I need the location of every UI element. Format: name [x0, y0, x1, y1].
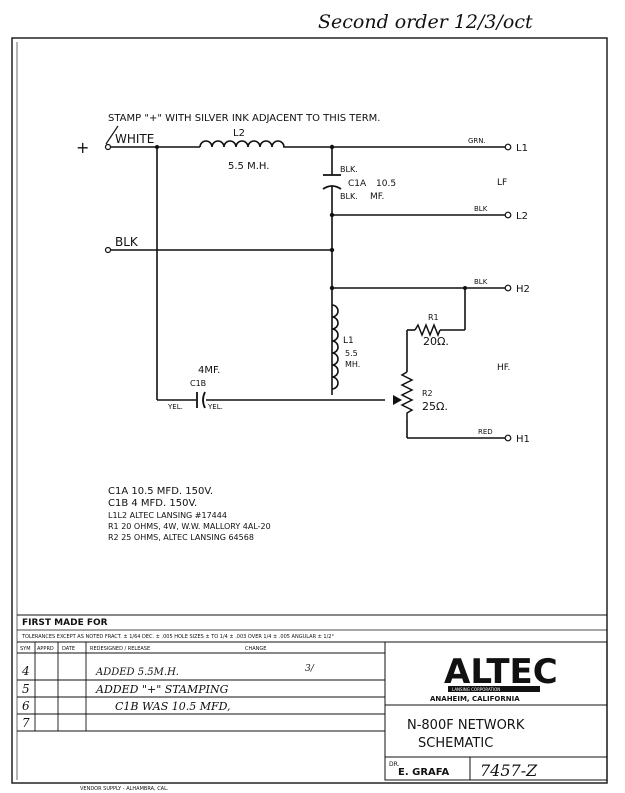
rev-header-change: CHANGE	[245, 646, 266, 652]
l1-terminal-label: L1	[516, 143, 528, 154]
footer-text: VENDOR SUPPLY - ALHAMBRA, CAL.	[80, 786, 169, 792]
drawn-by: E. GRAFA	[398, 767, 449, 778]
header-note: Second order 12/3/oct	[318, 11, 533, 33]
c1a-value: 10.5	[376, 179, 396, 189]
title-line-1: N-800F NETWORK	[407, 718, 525, 733]
l2-terminal-label: L2	[516, 211, 528, 222]
c1a-capacitor-symbol	[322, 174, 342, 190]
drawing-number: 7457-Z	[480, 761, 538, 780]
r1-name: R1	[428, 313, 439, 322]
r2-value: 25Ω.	[422, 400, 448, 413]
yel-right-label: YEL.	[207, 403, 223, 411]
parts-list-line: R2 25 OHMS, ALTEC LANSING 64568	[108, 533, 254, 542]
rev-mark: 3/	[305, 664, 315, 674]
blk-terminal	[104, 246, 112, 254]
rev-change: C1B WAS 10.5 MFD,	[115, 700, 231, 713]
rev-sym: 4	[21, 664, 30, 678]
blk-h2-wire-label: BLK	[474, 278, 488, 286]
c1b-name: C1B	[190, 379, 206, 388]
altec-logo-band	[448, 686, 540, 692]
c1a-bottom-label: BLK.	[340, 192, 358, 201]
stamp-arrow	[105, 125, 119, 145]
r2-wiper-arrow	[393, 395, 402, 405]
rev-change: ADDED 5.5M.H.	[95, 667, 179, 678]
altec-logo-sub: LANSING CORPORATION	[452, 687, 500, 692]
parts-list-line: L1L2 ALTEC LANSING #17444	[108, 511, 227, 520]
c1b-capacitor-symbol	[196, 391, 206, 409]
parts-list-line: R1 20 OHMS, 4W, W.W. MALLORY 4AL-20	[108, 522, 271, 531]
drawn-by-label: DR.	[389, 761, 400, 768]
rev-header-date: DATE	[62, 646, 75, 652]
rev-change: ADDED "+" STAMPING	[95, 683, 229, 696]
yel-left-label: YEL.	[167, 403, 183, 411]
parts-list-line: C1A 10.5 MFD. 150V.	[108, 486, 213, 497]
circuit-wiring	[110, 146, 505, 439]
c1a-unit: MF.	[370, 192, 384, 202]
r1-value: 20Ω.	[423, 335, 449, 348]
output-terminals	[504, 143, 512, 442]
white-terminal	[104, 143, 112, 151]
r2-resistor-symbol	[400, 371, 414, 420]
altec-logo: ALTEC	[444, 652, 558, 692]
r2-name: R2	[422, 389, 433, 398]
rev-sym: 6	[22, 699, 30, 713]
plus-sign: +	[76, 138, 89, 157]
junction-dots	[155, 144, 467, 291]
blk-terminal-label: BLK	[115, 235, 139, 249]
title-block	[384, 641, 608, 781]
c1b-value: 4MF.	[198, 365, 220, 376]
stamp-note: STAMP "+" WITH SILVER INK ADJACENT TO TH…	[108, 113, 380, 124]
parts-list-line: C1B 4 MFD. 150V.	[108, 498, 197, 509]
c1a-top-label: BLK.	[340, 165, 358, 174]
h1-terminal-label: H1	[516, 434, 530, 445]
l2-name: L2	[233, 128, 245, 139]
rev-header-sym: SYM	[20, 646, 31, 652]
rev-sym: 7	[22, 716, 30, 730]
tolerances-note: TOLERANCES EXCEPT AS NOTED FRACT. ± 1/64…	[21, 634, 334, 640]
l1-name: L1	[343, 336, 354, 346]
l2-inductor-symbol	[199, 140, 290, 148]
l1-value-1: 5.5	[345, 349, 358, 358]
l1-value-2: MH.	[345, 360, 360, 369]
revision-table	[17, 642, 386, 780]
red-wire-label: RED	[478, 428, 493, 436]
r1-resistor-symbol	[414, 322, 441, 338]
hf-section-label: HF.	[497, 363, 510, 373]
h2-terminal-label: H2	[516, 284, 530, 295]
drawing-border	[11, 37, 608, 784]
lf-section-label: LF	[497, 178, 507, 188]
rev-header-redesigned: REDESIGNED / RELEASE	[90, 646, 150, 652]
parts-list: C1A 10.5 MFD. 150V. C1B 4 MFD. 150V. L1L…	[108, 486, 271, 542]
l2-value: 5.5 M.H.	[228, 161, 269, 172]
first-made-for: FIRST MADE FOR	[22, 618, 108, 628]
title-line-2: SCHEMATIC	[418, 736, 493, 751]
white-terminal-label: WHITE	[115, 132, 154, 146]
c1a-name: C1A	[348, 179, 367, 189]
blk-l2-wire-label: BLK	[474, 205, 488, 213]
grn-wire-label: GRN.	[468, 137, 486, 145]
rev-sym: 5	[22, 682, 30, 696]
title-block-location: ANAHEIM, CALIFORNIA	[430, 695, 520, 703]
rev-header-apprd: APPRD	[37, 646, 54, 652]
l1-inductor-symbol	[331, 304, 339, 390]
